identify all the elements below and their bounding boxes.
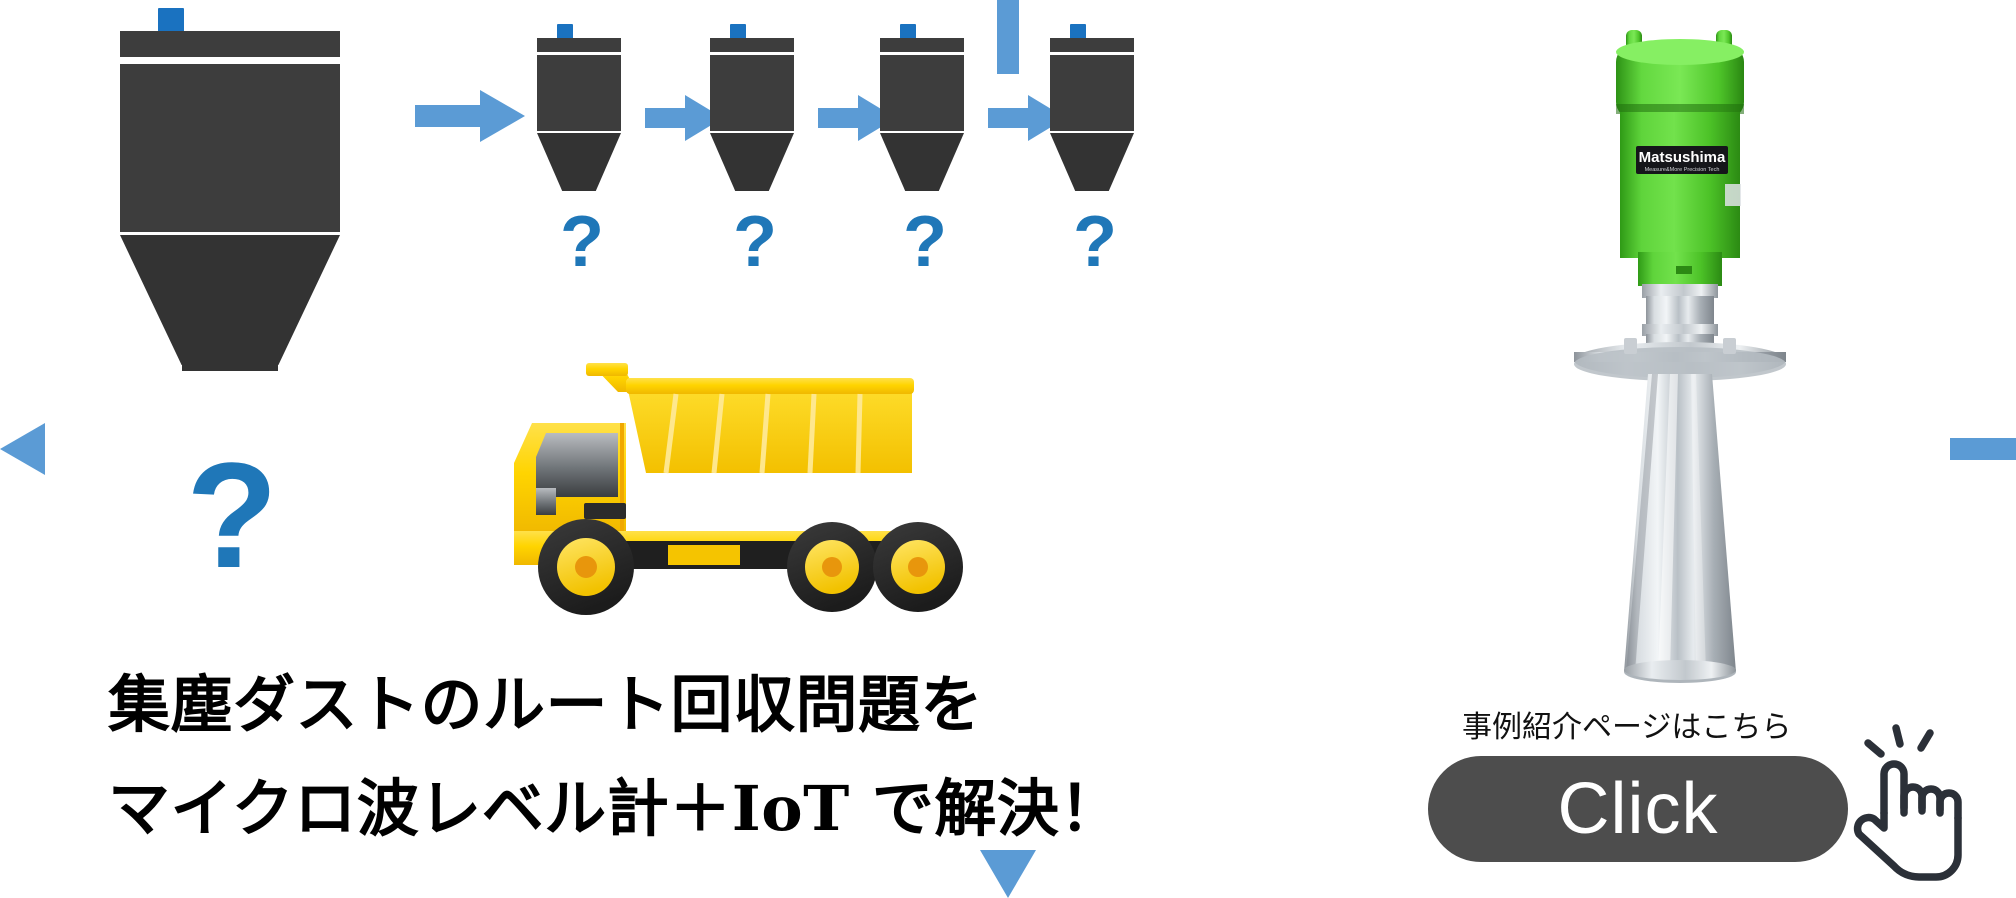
arrow-right-1 <box>415 90 525 142</box>
silo-spout <box>182 363 278 371</box>
silo-body <box>880 55 964 131</box>
click-button[interactable]: Click <box>1428 756 1848 862</box>
silo-hopper <box>710 133 794 191</box>
silo-hopper <box>120 235 340 365</box>
small-silo-3 <box>880 24 980 204</box>
silo-body <box>537 55 621 131</box>
silo-body <box>120 64 340 232</box>
silo-hopper <box>880 133 964 191</box>
small-silo-2 <box>710 24 810 204</box>
dust-collector-silo <box>120 8 350 448</box>
silo-vent-icon <box>557 24 573 39</box>
pointing-hand-cursor-icon <box>1853 724 1962 881</box>
question-mark-silo-3: ? <box>903 202 947 282</box>
silo-hopper <box>1050 133 1134 191</box>
microwave-level-meter: Matsushima Measure&More Precision Tech <box>1574 30 1786 683</box>
silo-body <box>1050 55 1134 131</box>
question-mark-silo-4: ? <box>1073 202 1117 282</box>
silo-cap <box>710 38 794 52</box>
headline-line-1: 集塵ダストのルート回収問題を <box>108 668 984 741</box>
silo-vent-icon <box>730 24 746 39</box>
silo-vent-icon <box>1070 24 1086 39</box>
silo-hopper <box>537 133 621 191</box>
truck-wheel <box>787 522 877 612</box>
question-mark-silo-1: ? <box>560 202 604 282</box>
silo-cap <box>120 31 340 57</box>
silo-body <box>710 55 794 131</box>
silo-cap <box>537 38 621 52</box>
silo-vent-icon <box>158 8 184 32</box>
brand-label-text: Matsushima <box>1639 149 1726 166</box>
truck-wheel <box>538 519 634 615</box>
click-button-label: Click <box>1557 769 1719 849</box>
yellow-dump-truck <box>514 363 963 615</box>
silo-cap <box>1050 38 1134 52</box>
cta-label: 事例紹介ページはこちら <box>1462 710 1792 745</box>
headline-line-2: マイクロ波レベル計＋IoT で解決！ <box>108 772 1122 845</box>
question-mark-big-silo: ? <box>186 431 278 599</box>
arrow-down-1 <box>0 0 1036 898</box>
silo-cap <box>880 38 964 52</box>
small-silo-1 <box>537 24 637 204</box>
small-silo-4 <box>1050 24 1150 204</box>
svg-text:Measure&More Precision Tech: Measure&More Precision Tech <box>1645 167 1720 173</box>
question-mark-silo-2: ? <box>733 202 777 282</box>
silo-vent-icon <box>900 24 916 39</box>
truck-wheel <box>873 522 963 612</box>
arrow-left-1 <box>0 120 2016 475</box>
